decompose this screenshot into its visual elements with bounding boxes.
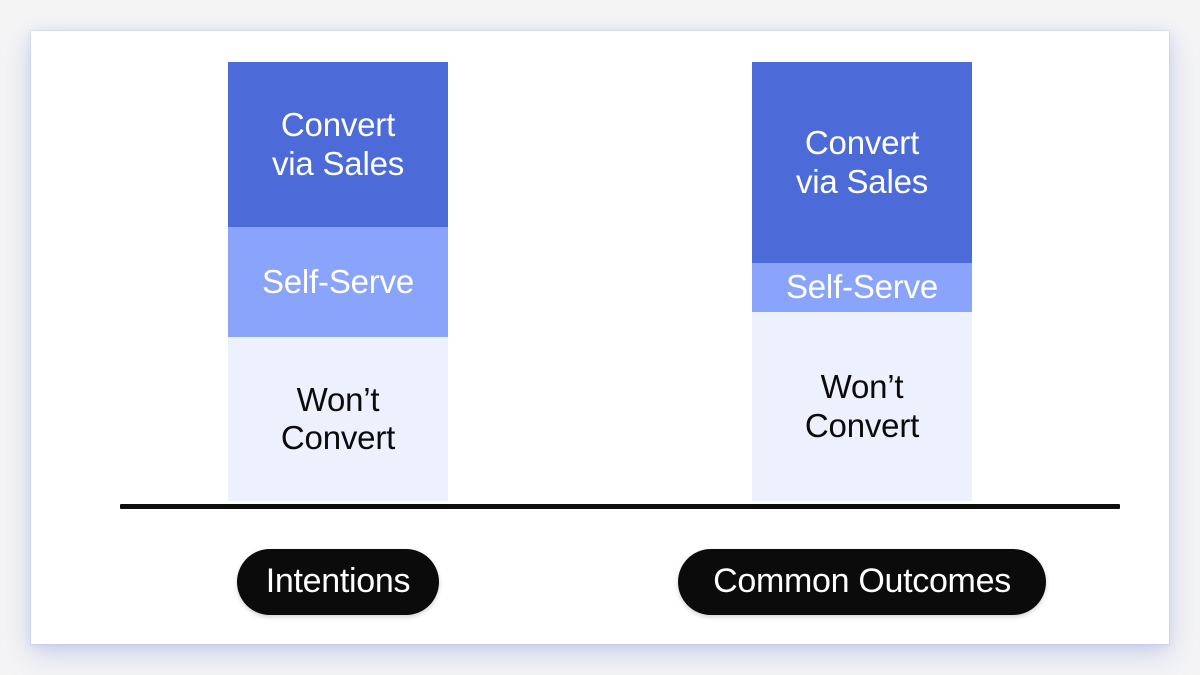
category-pill-intentions[interactable]: Intentions: [237, 549, 439, 615]
segment-label-convert-via-sales: Convert via Sales: [271, 106, 405, 182]
category-pill-common-outcomes[interactable]: Common Outcomes: [678, 549, 1046, 615]
bar-common-outcomes[interactable]: Convert via Sales Self-Serve Won’t Conve…: [752, 62, 972, 501]
segment-label-self-serve: Self-Serve: [261, 262, 415, 300]
chart-card: [31, 31, 1169, 644]
bar-intentions[interactable]: Convert via Sales Self-Serve Won’t Conve…: [228, 62, 448, 501]
segment-label-convert-via-sales: Convert via Sales: [795, 124, 929, 200]
segment-label-wont-convert: Won’t Convert: [280, 380, 396, 456]
category-pill-label: Intentions: [265, 562, 411, 600]
bar-segment-wont-convert[interactable]: Won’t Convert: [228, 337, 448, 501]
category-pill-label: Common Outcomes: [713, 562, 1011, 600]
bar-segment-convert-via-sales[interactable]: Convert via Sales: [228, 62, 448, 227]
bar-segment-wont-convert[interactable]: Won’t Convert: [752, 312, 972, 501]
bar-segment-convert-via-sales[interactable]: Convert via Sales: [752, 62, 972, 263]
bar-segment-self-serve[interactable]: Self-Serve: [228, 227, 448, 337]
segment-label-wont-convert: Won’t Convert: [804, 368, 920, 444]
chart-baseline-axis: [120, 504, 1120, 509]
bar-segment-self-serve[interactable]: Self-Serve: [752, 263, 972, 312]
segment-label-self-serve: Self-Serve: [785, 268, 939, 306]
